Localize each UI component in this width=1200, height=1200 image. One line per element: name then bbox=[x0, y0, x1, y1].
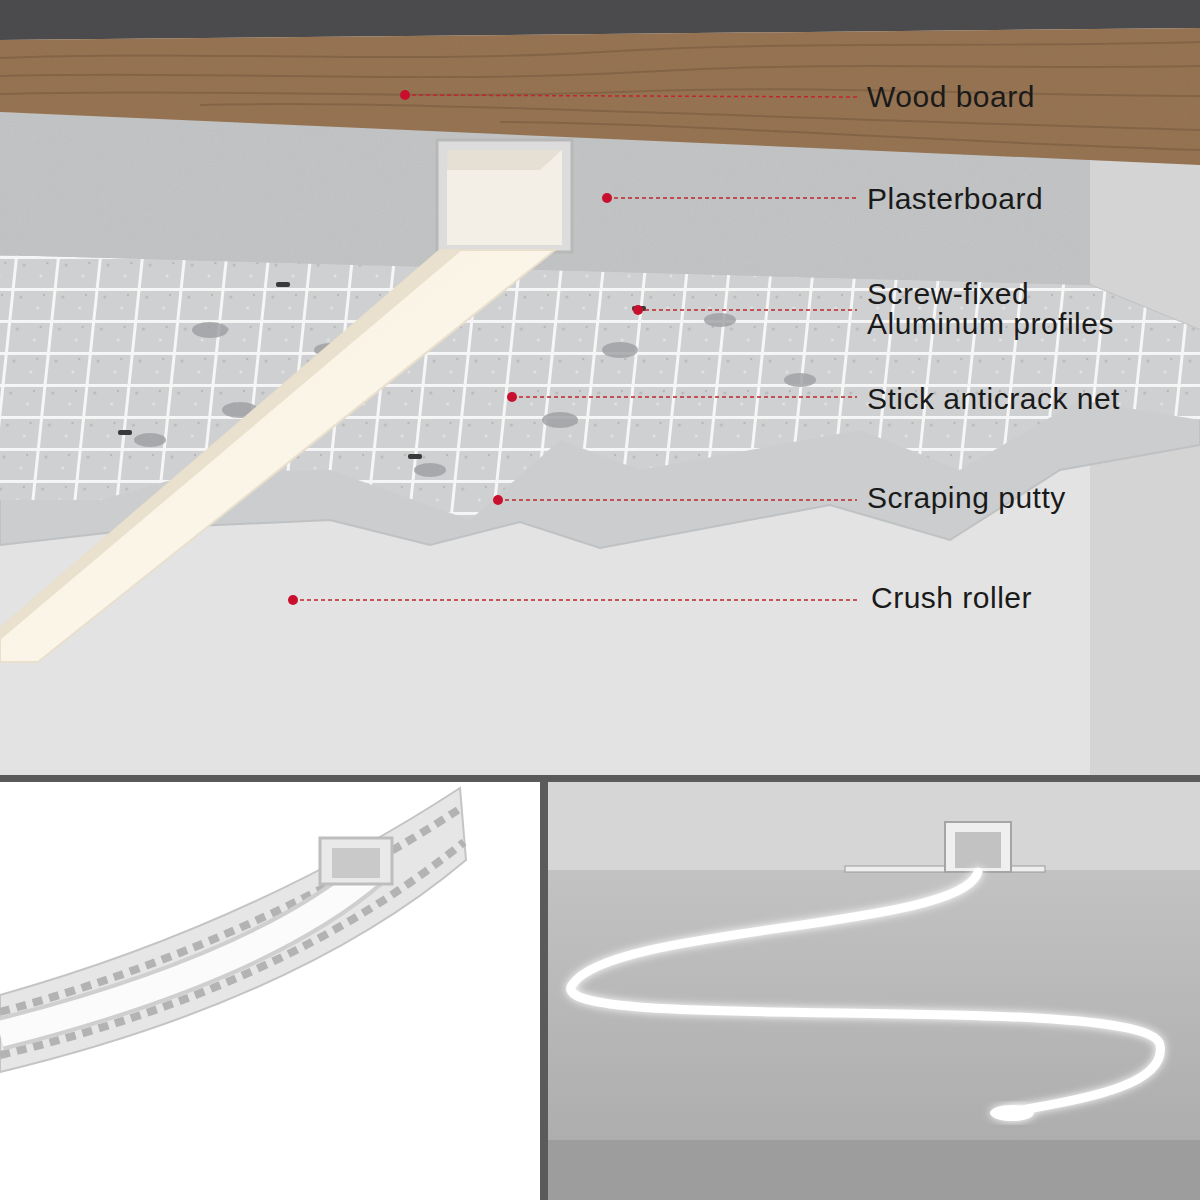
leader-lines bbox=[293, 95, 857, 600]
finished-ceiling bbox=[0, 0, 1200, 775]
panel-divider bbox=[0, 775, 1200, 782]
part-label: Crush roller bbox=[871, 583, 1032, 613]
part-label: Screw-fixed Aluminum profiles bbox=[867, 279, 1129, 339]
channel-shade bbox=[447, 150, 562, 170]
installed-view bbox=[548, 782, 1200, 1200]
cross-section bbox=[0, 0, 1200, 775]
strip-edge bbox=[0, 250, 462, 640]
channel-inner bbox=[447, 150, 562, 245]
leader-dots bbox=[288, 90, 643, 605]
wood-texture bbox=[0, 28, 1200, 165]
part-label: Stick anticrack net bbox=[867, 384, 1120, 414]
wood-board bbox=[0, 28, 1200, 165]
part-label: Wood board bbox=[867, 82, 1035, 112]
curved-profile bbox=[0, 782, 540, 1200]
part-label: Scraping putty bbox=[867, 483, 1066, 513]
profile-channel bbox=[437, 140, 572, 252]
panel-divider bbox=[540, 775, 548, 1200]
part-label: Plasterboard bbox=[867, 184, 1043, 214]
